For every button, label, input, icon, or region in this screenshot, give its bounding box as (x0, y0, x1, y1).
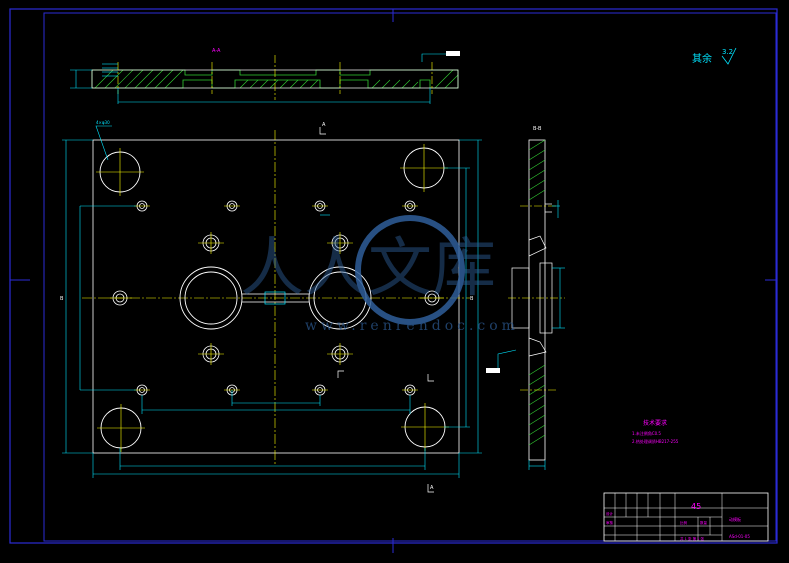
roughness-check-icon (721, 47, 737, 65)
section-label-right: B-B (533, 126, 542, 132)
watermark-text: 人人文库 (240, 232, 496, 306)
section-label-top: A-A (212, 48, 221, 54)
right-section-view: B-B (486, 126, 565, 470)
technical-notes: 技术要求 1.未注倒角C0.5 2.热处理调质HB217-255 (632, 419, 679, 444)
qty-label: 数量 (700, 520, 708, 525)
watermark: 人人文库 www.renrendoc.com (240, 215, 519, 334)
section-mark-b-right: B (470, 296, 474, 302)
callout-box-top (446, 51, 460, 56)
drawing-number: ASd-01-05 (729, 534, 750, 539)
roughness-label: 其余 (692, 52, 712, 65)
section-mark-a-top: A (322, 122, 326, 128)
notes-item-2: 2.热处理调质HB217-255 (632, 438, 679, 444)
notes-heading: 技术要求 (643, 419, 667, 427)
plate-outline (92, 139, 460, 454)
watermark-url: www.renrendoc.com (305, 318, 519, 334)
roughness-value: 3.2 (722, 48, 733, 56)
scale-label: 比例 (680, 520, 688, 525)
top-section-view: A-A (70, 48, 460, 104)
part-name: 动模板 (729, 516, 741, 522)
frame-center-marks (10, 9, 777, 553)
designer-label: 设计 (606, 511, 614, 516)
material-label: 45 (691, 502, 701, 511)
plan-view: A A B B 4×φ30 (60, 120, 482, 493)
section-mark-b-left: B (60, 296, 64, 302)
plan-dimensions (62, 125, 482, 478)
checker-label: 审核 (606, 520, 614, 525)
central-bores (179, 266, 372, 330)
title-block: 45 动模板 ASd-01-05 比例 数量 设计 审核 共 1 张 第 1 张 (603, 492, 769, 542)
callout-hole-left: 4×φ30 (96, 120, 110, 125)
runner-slot (242, 293, 309, 303)
cooling-holes (108, 232, 444, 365)
sheet-text: 共 1 张 第 1 张 (680, 536, 705, 541)
inner-frame (43, 12, 777, 542)
roughness-symbol-group: 其余 3.2 (692, 47, 737, 65)
section-mark-a-bottom: A (430, 485, 434, 491)
notes-item-1: 1.未注倒角C0.5 (632, 430, 661, 436)
callout-box-right (486, 368, 500, 373)
